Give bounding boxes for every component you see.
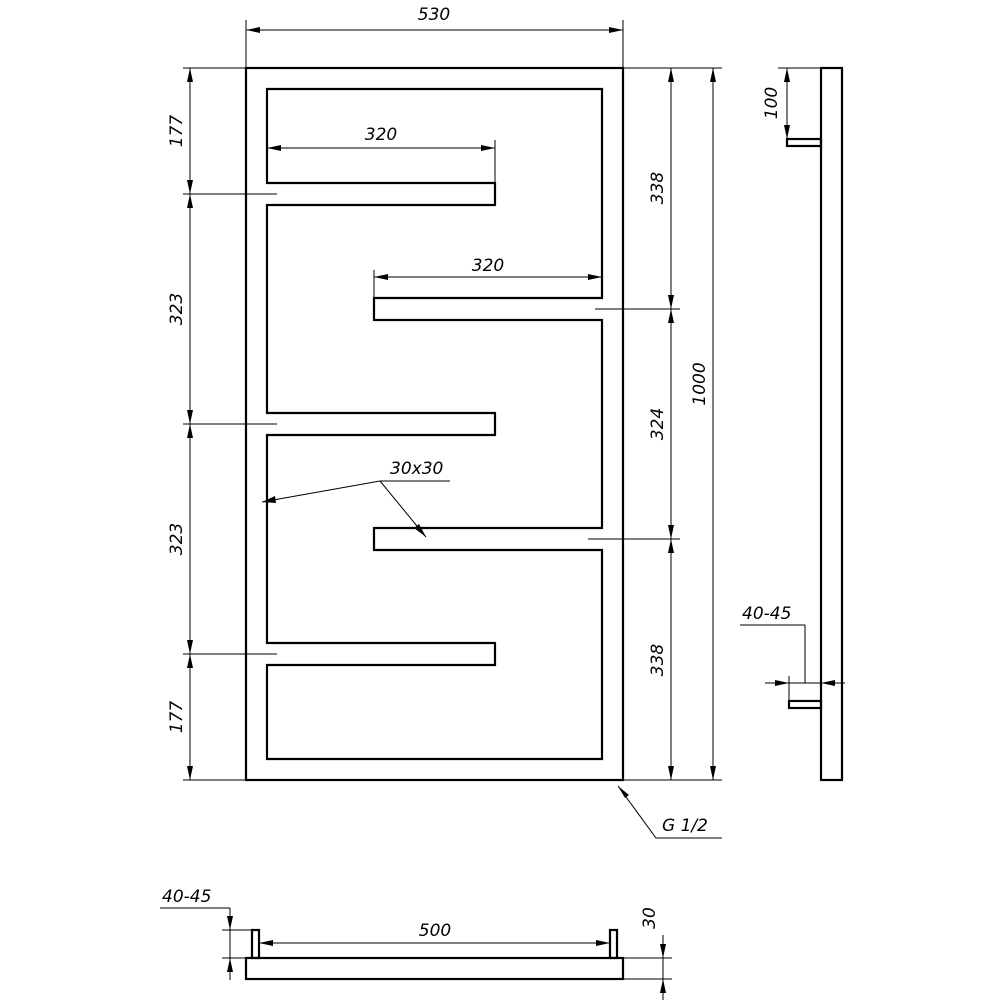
bottom-view-left-pipe xyxy=(250,928,261,960)
arrowhead xyxy=(227,916,233,930)
frame-outer-outline xyxy=(244,66,625,782)
dimension-left-upper: 323 xyxy=(167,293,187,325)
arrowhead xyxy=(187,640,193,654)
dimension-left-lower: 323 xyxy=(167,523,187,555)
arrowhead xyxy=(481,145,495,151)
dimension-left-bottom: 177 xyxy=(167,701,187,734)
arrowhead xyxy=(668,539,674,553)
leader-line-thread xyxy=(617,785,722,839)
arrowhead xyxy=(187,180,193,194)
frame-inner-outline xyxy=(265,87,604,761)
dimension-bottom-height: 30 xyxy=(640,907,660,929)
arrowhead xyxy=(262,496,276,503)
arrowhead xyxy=(187,424,193,438)
arrowhead xyxy=(227,958,233,972)
dimension-left-top: 177 xyxy=(167,115,187,148)
arrowhead xyxy=(668,68,674,82)
dimension-overall-width: 530 xyxy=(418,5,450,25)
arrowhead xyxy=(414,524,426,537)
arrowhead xyxy=(668,295,674,309)
arrowhead xyxy=(784,68,790,82)
arrowhead xyxy=(187,194,193,208)
arrowhead xyxy=(246,27,260,33)
arrowhead xyxy=(259,940,273,946)
bottom-view-right-pipe xyxy=(608,928,619,960)
dimension-bottom-spacing: 500 xyxy=(419,921,451,941)
arrowhead xyxy=(660,979,666,993)
arrowhead xyxy=(187,410,193,424)
arrowhead xyxy=(660,944,666,958)
dimension-right-middle: 324 xyxy=(648,408,668,440)
bottom-view-profile xyxy=(244,956,625,981)
side-view-lower-pipe xyxy=(787,699,823,710)
side-view-profile xyxy=(819,66,844,782)
arrowhead xyxy=(821,680,835,686)
tube-section-label: 30x30 xyxy=(390,459,443,479)
arrowhead xyxy=(775,680,789,686)
dimension-bar-length-middle: 320 xyxy=(472,256,504,276)
arrowhead xyxy=(668,525,674,539)
arrowhead xyxy=(267,145,281,151)
arrowhead xyxy=(187,654,193,668)
arrowhead xyxy=(710,766,716,780)
arrowhead xyxy=(374,274,388,280)
arrowhead xyxy=(668,766,674,780)
dimension-bottom-wall-distance: 40-45 xyxy=(162,887,211,907)
dimension-side-wall-distance: 40-45 xyxy=(742,604,791,624)
arrowhead xyxy=(588,274,602,280)
leader-line-tube-left xyxy=(261,480,381,503)
arrowhead xyxy=(187,68,193,82)
thread-label: G 1/2 xyxy=(662,816,708,836)
arrowhead xyxy=(596,940,610,946)
side-view-upper-pipe xyxy=(785,137,823,148)
arrowhead xyxy=(784,125,790,139)
dimension-right-bottom: 338 xyxy=(648,644,668,677)
arrowhead xyxy=(187,766,193,780)
dimension-overall-height: 1000 xyxy=(690,362,710,405)
dimension-bar-length-upper: 320 xyxy=(365,125,397,145)
arrowhead xyxy=(710,68,716,82)
arrowhead xyxy=(618,786,629,798)
arrowhead xyxy=(609,27,623,33)
arrowhead xyxy=(668,309,674,323)
dimension-right-top: 338 xyxy=(648,172,668,205)
dimension-side-top-offset: 100 xyxy=(762,87,782,119)
